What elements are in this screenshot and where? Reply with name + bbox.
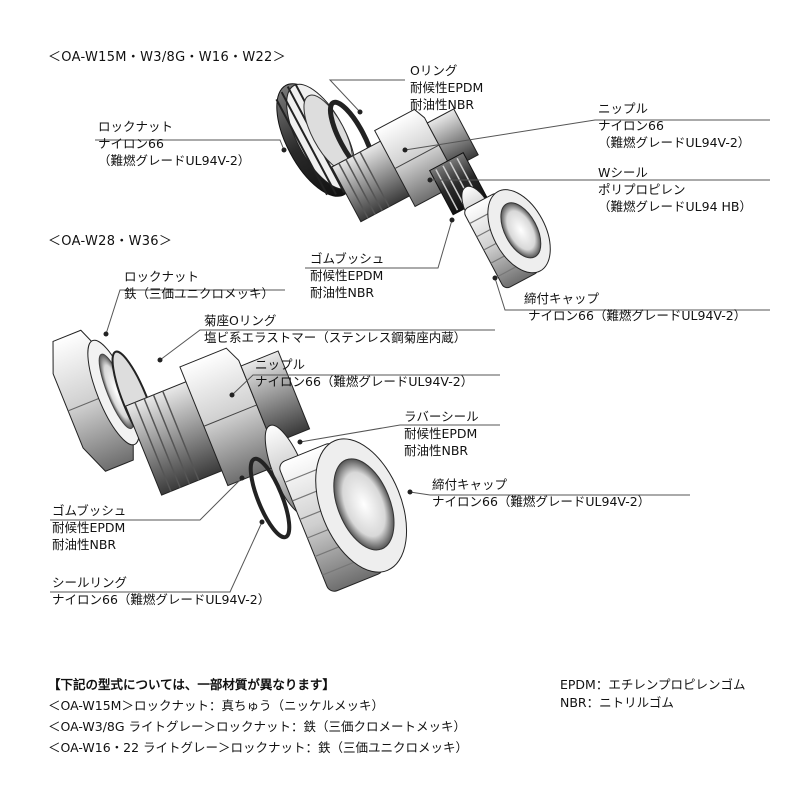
top-nipple-part [331, 108, 479, 223]
leader-bottom-locknut [105, 289, 285, 335]
bottom-bush-part [248, 456, 292, 540]
material-notes: 【下記の型式については、一部材質が異なります】 ＜OA-W15M＞ロックナット：… [48, 674, 468, 758]
leader-top-locknut [95, 139, 285, 151]
heading-group2: ＜OA-W28・W36＞ [48, 234, 173, 249]
bottom-assembly [52, 329, 408, 592]
leader-bottom-cap [409, 491, 690, 496]
leader-bottom-seat [159, 329, 495, 361]
leader-bottom-sealring [50, 521, 263, 593]
label-top-wseal: Wシールポリプロピレン（難燃グレードUL94 HB） [598, 165, 752, 214]
notes-line: ＜OA-W16・22 ライトグレー＞ロックナット：鉄（三価ユニクロメッキ） [48, 740, 469, 755]
legend-nbr: NBR：ニトリルゴム [560, 695, 674, 710]
bottom-locknut-part [52, 329, 140, 472]
leader-top-nipple [404, 119, 770, 151]
leader-top-cap [494, 277, 770, 311]
leader-top-oring [328, 79, 405, 113]
label-top-cap: 締付キャップナイロン66（難燃グレードUL94V-2） [524, 291, 747, 323]
label-bottom-cap: 締付キャップナイロン66（難燃グレードUL94V-2） [432, 477, 651, 509]
heading-group1: ＜OA-W15M・W3/8G・W16・W22＞ [48, 50, 286, 65]
leader-dots [103, 109, 498, 525]
leader-bottom-rubberseal [299, 424, 500, 443]
label-bottom-locknut: ロックナット鉄（三価ユニクロメッキ） [124, 269, 275, 301]
leader-lines [50, 79, 770, 593]
leader-bottom-nipple [231, 374, 500, 396]
notes-heading: 【下記の型式については、一部材質が異なります】 [48, 677, 335, 692]
notes-line: ＜OA-W3/8G ライトグレー＞ロックナット：鉄（三価クロメートメッキ） [48, 719, 467, 734]
legend-epdm: EPDM：エチレンプロピレンゴム [560, 677, 746, 692]
leader-bottom-bush [50, 477, 243, 521]
bottom-cap-part [279, 438, 408, 592]
abbreviation-legend: EPDM：エチレンプロピレンゴム NBR：ニトリルゴム [560, 676, 745, 712]
label-top-locknut: ロックナットナイロン66（難燃グレードUL94V-2） [98, 119, 251, 168]
notes-line: ＜OA-W15M＞ロックナット：真ちゅう（ニッケルメッキ） [48, 698, 384, 713]
bottom-nipple-part [124, 347, 311, 496]
label-bottom-seat-oring: 菊座Oリング塩ビ系エラストマー（ステンレス鋼菊座内蔵） [204, 313, 467, 345]
label-bottom-sealring: シールリングナイロン66（難燃グレードUL94V-2） [52, 575, 271, 607]
leader-top-bush [305, 219, 453, 269]
top-assembly [275, 83, 551, 289]
label-bottom-nipple: ニップルナイロン66（難燃グレードUL94V-2） [255, 357, 474, 389]
label-top-nipple: ニップルナイロン66（難燃グレードUL94V-2） [598, 101, 751, 150]
top-cap-part [464, 189, 551, 289]
